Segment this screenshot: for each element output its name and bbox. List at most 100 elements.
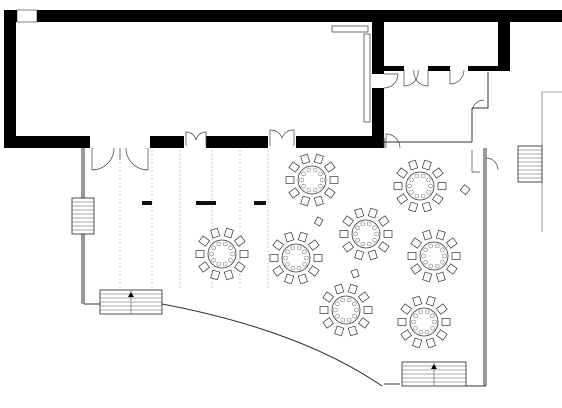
chair [329, 176, 339, 184]
chair [441, 318, 451, 326]
place-setting [407, 183, 412, 189]
chair [446, 237, 458, 249]
chair [297, 231, 308, 243]
chair [383, 230, 393, 238]
place-setting [211, 257, 216, 263]
chair [308, 265, 320, 277]
place-setting [335, 301, 340, 307]
loose-chairs [313, 184, 471, 279]
round-table [319, 283, 373, 337]
place-setting [304, 255, 309, 261]
place-setting [426, 189, 431, 195]
place-setting [346, 317, 352, 323]
chair [284, 231, 295, 243]
place-setting [409, 177, 414, 183]
chair [432, 167, 444, 179]
chair [367, 207, 378, 219]
chair [210, 227, 221, 239]
chair [422, 271, 433, 283]
chair [421, 159, 432, 171]
chair [354, 249, 365, 261]
place-setting [366, 221, 372, 227]
chair [198, 261, 210, 273]
chair [378, 215, 390, 227]
chair [422, 229, 433, 241]
round-tables [195, 153, 461, 349]
place-setting [318, 183, 323, 189]
stairs-left [71, 197, 95, 235]
place-setting [420, 173, 426, 179]
place-setting [296, 265, 302, 271]
chair [421, 201, 432, 213]
chair [358, 291, 370, 303]
chair [393, 182, 403, 190]
place-setting [360, 241, 366, 247]
chair [223, 269, 234, 281]
place-setting [352, 313, 357, 319]
place-setting [418, 309, 424, 315]
chair [334, 283, 345, 295]
chair [435, 271, 446, 283]
place-setting [285, 249, 290, 255]
place-setting [302, 261, 307, 267]
place-setting [413, 325, 418, 331]
chair [412, 295, 423, 307]
place-setting [434, 243, 440, 249]
place-setting [360, 221, 366, 227]
chair [342, 215, 354, 227]
place-setting [424, 329, 430, 335]
columns [142, 201, 266, 205]
place-setting [230, 251, 235, 257]
place-setting [333, 307, 338, 313]
place-setting [442, 253, 447, 259]
place-setting [290, 265, 296, 271]
place-setting [374, 231, 379, 237]
chair [396, 167, 408, 179]
chair [288, 187, 300, 199]
chair [300, 153, 311, 165]
chair [435, 229, 446, 241]
round-table [269, 231, 323, 285]
chair [324, 161, 336, 173]
place-setting [430, 325, 435, 331]
place-setting [414, 173, 420, 179]
chair [223, 227, 234, 239]
chair [300, 195, 311, 207]
chair [425, 295, 436, 307]
chair [272, 239, 284, 251]
place-setting [418, 329, 424, 335]
place-setting [426, 177, 431, 183]
place-setting [296, 245, 302, 251]
place-setting [346, 297, 352, 303]
round-table [195, 227, 249, 281]
place-setting [423, 247, 428, 253]
chair [319, 306, 329, 314]
place-setting [424, 309, 430, 315]
window-frame [331, 25, 371, 123]
chair [234, 261, 246, 273]
exterior-walls [4, 10, 562, 148]
place-setting [216, 261, 222, 267]
place-setting [421, 253, 426, 259]
chair [432, 193, 444, 205]
round-table [407, 229, 461, 283]
chair [412, 337, 423, 349]
place-setting [430, 313, 435, 319]
chair [313, 195, 324, 207]
place-setting [366, 241, 372, 247]
chair [410, 237, 422, 249]
chair [313, 153, 324, 165]
place-setting [222, 261, 228, 267]
place-setting [335, 313, 340, 319]
place-setting [301, 183, 306, 189]
place-setting [299, 177, 304, 183]
place-setting [340, 297, 346, 303]
chair [347, 325, 358, 337]
chair [437, 182, 447, 190]
place-setting [434, 263, 440, 269]
round-table [339, 207, 393, 261]
chair [400, 329, 412, 341]
chair [313, 254, 323, 262]
chair [363, 306, 373, 314]
